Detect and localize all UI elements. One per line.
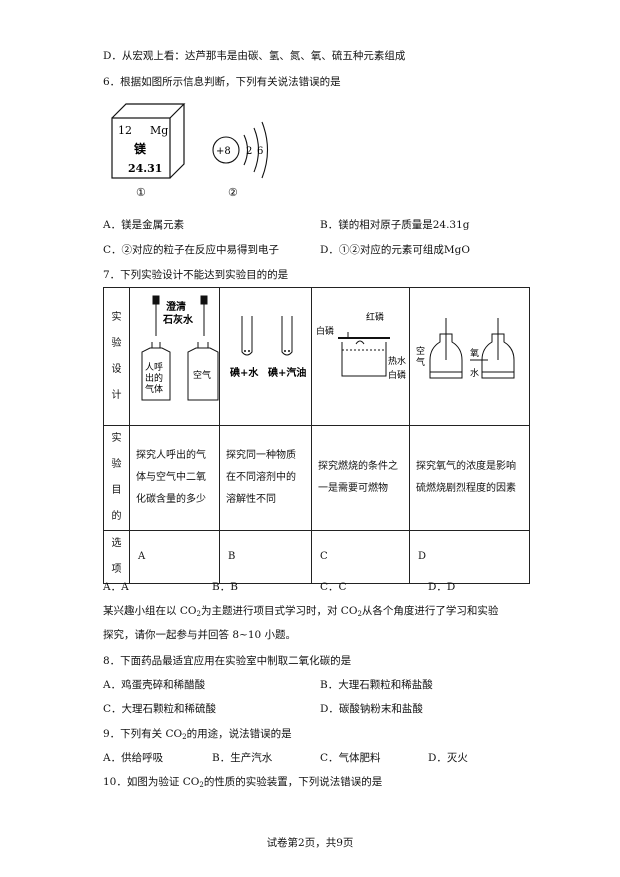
design-d-cell: 空 气 氧 水 — [409, 287, 530, 426]
limewater-label-2: 石灰水 — [162, 313, 194, 326]
q7-option-d: D．D — [428, 581, 456, 593]
row-header-purpose: 实验目的 — [103, 425, 130, 531]
oxygen-label: 氧 — [470, 347, 479, 359]
intro-line-2: 探究，请你一起参与并回答 8~10 小题。 — [103, 629, 297, 641]
row-design: 实验设计 澄清 石灰水 人呼 出的 气体 空气 — [103, 287, 530, 426]
row-header-choice: 选项 — [103, 530, 130, 584]
q6-stem: 6．根据如图所示信息判断，下列有关说法错误的是 — [103, 76, 341, 88]
air-label: 空气 — [193, 369, 211, 381]
q8-stem: 8．下面药品最适宜应用在实验室中制取二氧化碳的是 — [103, 655, 352, 667]
q9-option-c: C．气体肥料 — [320, 752, 381, 764]
q7-option-b: B．B — [212, 581, 238, 593]
page-footer: 试卷第2页，共9页 — [266, 837, 354, 849]
q9-stem: 9．下列有关 CO2的用途，说法错误的是 — [103, 728, 292, 741]
q6-option-a: A．镁是金属元素 — [103, 219, 185, 231]
row-header-design: 实验设计 — [103, 287, 130, 426]
q9-option-a: A．供给呼吸 — [103, 752, 164, 764]
purpose-b: 探究同一种物质在不同溶剂中的溶解性不同 — [219, 425, 312, 531]
design-c-figure: 红磷 白磷 热水 白磷 — [316, 311, 406, 381]
limewater-label-1: 澄清 — [166, 300, 186, 313]
design-a-cell: 澄清 石灰水 人呼 出的 气体 空气 — [129, 287, 220, 426]
design-b-figure: 碘+水 碘+汽油 — [229, 316, 306, 379]
q5-option-d: D．从宏观上看：达芦那韦是由碳、氢、氮、氧、硫五种元素组成 — [103, 50, 406, 62]
iodine-water-label: 碘+水 — [229, 366, 259, 379]
q8-option-b: B．大理石颗粒和稀盐酸 — [320, 679, 433, 691]
purpose-a: 探究人呼出的气体与空气中二氧化碳含量的多少 — [129, 425, 220, 531]
white-phosphorus-label: 白磷 — [316, 325, 334, 337]
q9-option-b: B．生产汽水 — [212, 752, 273, 764]
shell-2-electrons: 6 — [257, 146, 263, 157]
exhaled-label-1: 人呼 — [145, 362, 163, 373]
figure-label-2: ② — [228, 186, 238, 199]
ion-structure-diagram — [212, 121, 269, 179]
element-cell-figure — [111, 103, 186, 179]
air-label-2: 气 — [416, 356, 425, 368]
shell-1-electrons: 2 — [246, 146, 252, 157]
element-name: 镁 — [134, 141, 147, 156]
choice-c: C — [311, 530, 410, 584]
design-a-figure: 澄清 石灰水 人呼 出的 气体 空气 — [141, 295, 219, 401]
q6-option-c: C．②对应的粒子在反应中易得到电子 — [103, 244, 280, 256]
design-c-cell: 红磷 白磷 热水 白磷 — [311, 287, 410, 426]
q9-option-d: D．灭火 — [428, 752, 468, 764]
purpose-d: 探究氧气的浓度是影响硫燃烧剧烈程度的因素 — [409, 425, 530, 531]
purpose-c: 探究燃烧的条件之一是需要可燃物 — [311, 425, 410, 531]
choice-a: A — [129, 530, 220, 584]
atomic-mass: 24.31 — [128, 162, 162, 175]
design-b-cell: 碘+水 碘+汽油 — [219, 287, 312, 426]
design-d-figure: 空 气 氧 水 — [416, 318, 515, 379]
q6-figure: 12 Mg 镁 24.31 ① +8 2 6 ② — [111, 103, 269, 199]
exhaled-label-3: 气体 — [145, 383, 163, 395]
intro-line-1: 某兴趣小组在以 CO2为主题进行项目式学习时，对 CO2从各个角度进行了学习和实… — [103, 605, 499, 618]
q8-option-a: A．鸡蛋壳碎和稀醋酸 — [103, 679, 206, 691]
water-label: 水 — [470, 367, 479, 379]
choice-b: B — [219, 530, 312, 584]
hot-water-label: 热水 — [388, 355, 406, 367]
q7-stem: 7．下列实验设计不能达到实验目的的是 — [103, 269, 289, 281]
q8-option-c: C．大理石颗粒和稀硫酸 — [103, 703, 217, 715]
q7-option-c: C．C — [320, 581, 347, 593]
air-label-1: 空 — [416, 345, 425, 357]
choice-d: D — [409, 530, 530, 584]
q6-option-b: B．镁的相对原子质量是24.31g — [320, 219, 470, 231]
iodine-gasoline-label: 碘+汽油 — [267, 366, 306, 379]
q10-stem: 10．如图为验证 CO2的性质的实验装置，下列说法错误的是 — [103, 776, 383, 789]
exhaled-label-2: 出的 — [145, 372, 163, 384]
figure-label-1: ① — [136, 186, 146, 199]
element-symbol: Mg — [150, 124, 168, 137]
red-phosphorus-label: 红磷 — [366, 311, 384, 323]
q6-option-d: D．①②对应的元素可组成MgO — [320, 244, 470, 256]
atomic-number: 12 — [118, 124, 132, 137]
white-phosphorus-label-2: 白磷 — [388, 369, 406, 381]
nucleus-charge: +8 — [216, 146, 231, 157]
row-choice: 选项 A B C D — [103, 530, 530, 584]
row-purpose: 实验目的 探究人呼出的气体与空气中二氧化碳含量的多少 探究同一种物质在不同溶剂中… — [103, 425, 530, 531]
q7-experiment-table: 实验设计 澄清 石灰水 人呼 出的 气体 空气 — [103, 287, 530, 584]
q8-option-d: D．碳酸钠粉末和盐酸 — [320, 703, 423, 715]
q7-option-a: A．A — [103, 581, 129, 593]
